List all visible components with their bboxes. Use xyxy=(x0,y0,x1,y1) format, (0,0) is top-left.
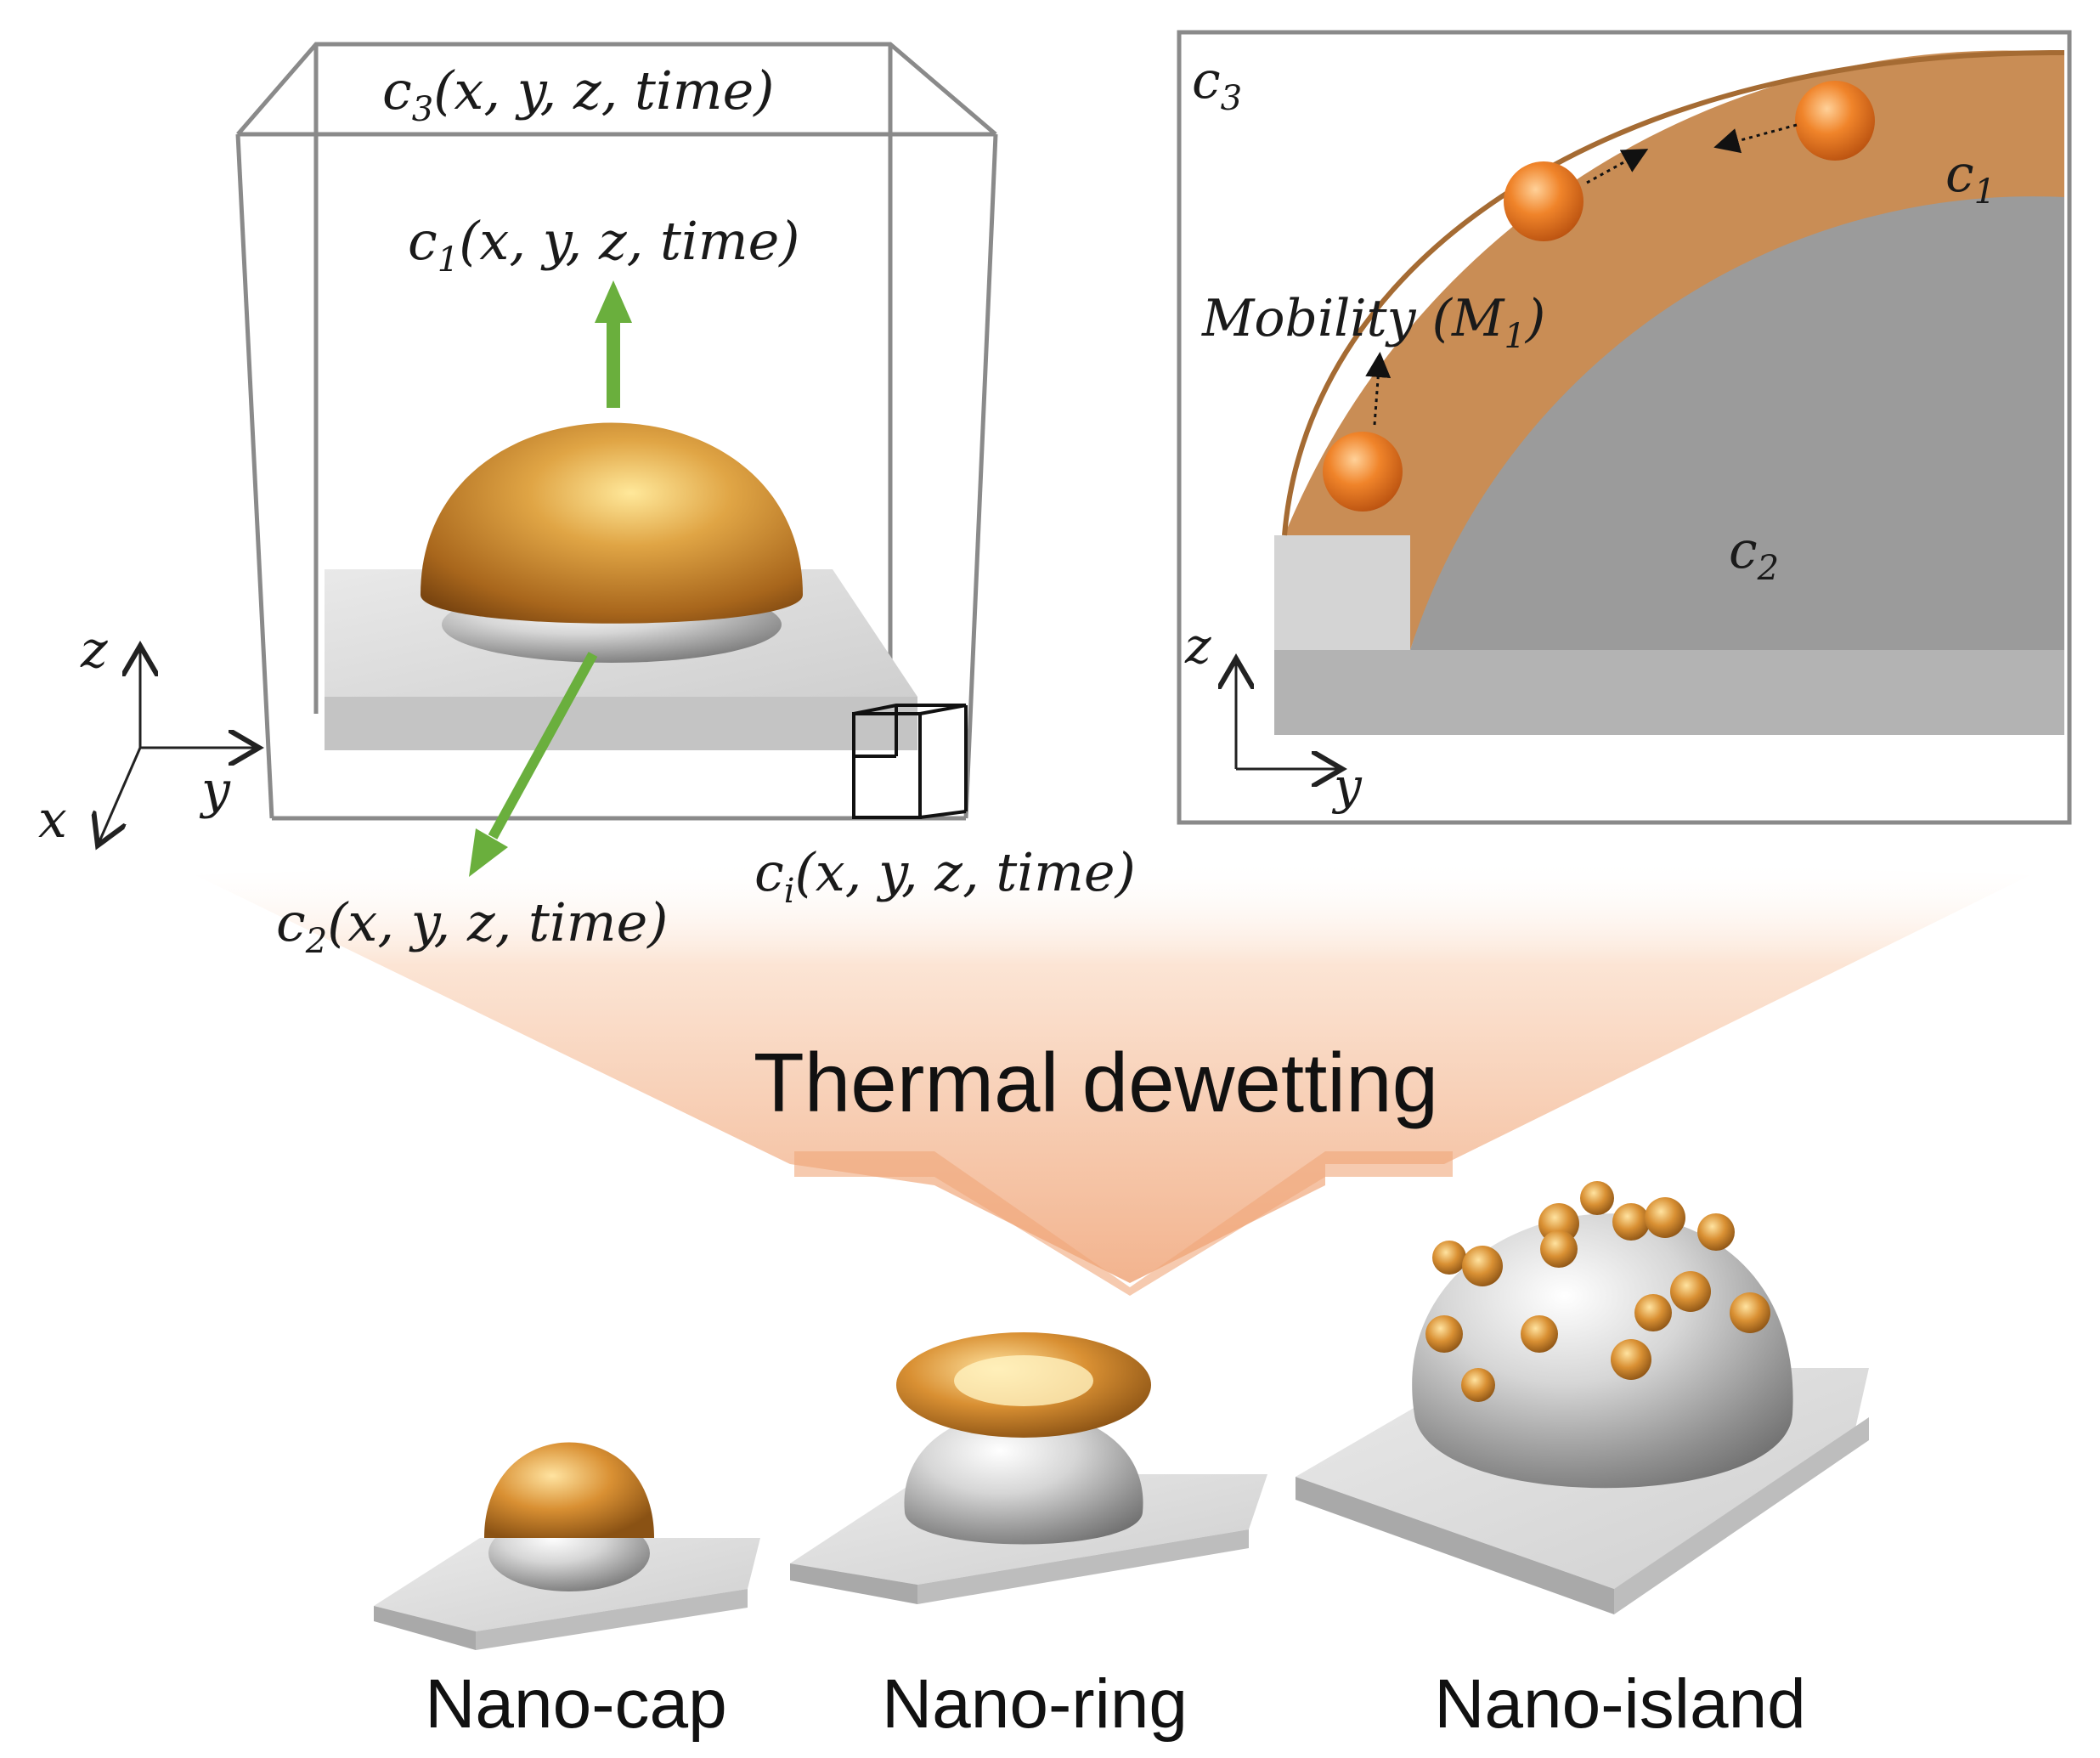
axis-z-left: z xyxy=(80,620,108,680)
nano-island-structure xyxy=(1296,1181,1869,1614)
label-mobility: Mobility (M1) xyxy=(1201,289,1545,356)
axis-y-left: y xyxy=(199,760,231,820)
axes-left xyxy=(98,646,259,845)
nano-ring-structure xyxy=(790,1332,1267,1604)
label-ci: ci(x, y, z, time) xyxy=(754,841,1136,911)
result-label-nano-cap: Nano-cap xyxy=(425,1665,727,1743)
axis-y-right: y xyxy=(1331,757,1363,815)
label-c3-right: c3 xyxy=(1192,51,1242,118)
axis-x-left: x xyxy=(38,790,67,850)
label-c2-left: c2(x, y, z, time) xyxy=(276,891,668,961)
voxel-cube xyxy=(852,704,968,819)
label-c3-left: c3(x, y, z, time) xyxy=(382,59,774,129)
nano-cap-structure xyxy=(374,1442,760,1650)
cross-section-content xyxy=(1274,49,2065,735)
axis-z-right: z xyxy=(1184,617,1211,675)
gold-shell-dome xyxy=(421,422,803,624)
label-c1-left: c1(x, y, z, time) xyxy=(408,210,799,280)
diffusion-arrows xyxy=(1365,123,1798,426)
result-label-nano-island: Nano-island xyxy=(1434,1665,1806,1743)
axes-right xyxy=(1236,659,1342,769)
atom-3 xyxy=(1323,432,1403,512)
process-label: Thermal dewetting xyxy=(754,1036,1438,1129)
label-c2-right: c2 xyxy=(1729,521,1779,588)
atom-1 xyxy=(1504,161,1583,241)
normal-arrow-down xyxy=(469,652,598,877)
atom-2 xyxy=(1795,81,1875,161)
result-label-nano-ring: Nano-ring xyxy=(882,1665,1188,1743)
dewetting-funnel xyxy=(195,858,2030,1296)
simulation-box xyxy=(235,42,998,821)
label-c1-right: c1 xyxy=(1945,144,1996,212)
normal-arrow-up xyxy=(595,280,632,408)
